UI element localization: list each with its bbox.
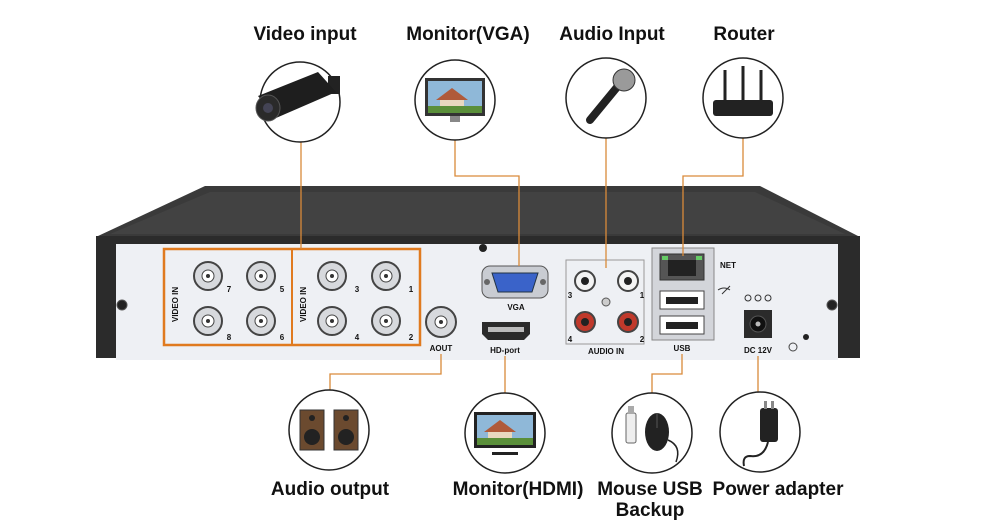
audio-input-label: Audio Input xyxy=(559,24,665,45)
audio-in-label: AUDIO IN xyxy=(588,347,624,356)
dvr-rear-panel xyxy=(116,244,838,360)
camera-icon xyxy=(255,61,341,143)
video-in-label-left: VIDEO IN xyxy=(171,287,180,322)
audio-out-port[interactable] xyxy=(425,306,457,338)
usb-line xyxy=(651,354,683,396)
monitor-hdmi-icon xyxy=(464,392,546,474)
speaker-icon xyxy=(288,389,370,471)
router-icon xyxy=(702,57,784,139)
channel-number: 2 xyxy=(409,333,414,342)
vga-label: VGA xyxy=(507,303,525,312)
microphone-icon xyxy=(565,57,647,139)
screw-icon xyxy=(479,244,487,252)
ethernet-port[interactable] xyxy=(659,253,705,281)
polarity-icon xyxy=(744,294,772,302)
channel-number: 1 xyxy=(409,285,414,294)
screw-icon xyxy=(116,299,128,311)
audio-output-line xyxy=(329,354,442,396)
rca-port[interactable] xyxy=(617,311,639,333)
usb-symbol-icon xyxy=(717,285,731,295)
channel-number: 1 xyxy=(640,291,645,300)
bnc-port[interactable] xyxy=(193,261,223,291)
aout-label: AOUT xyxy=(430,344,453,353)
indicator-hole xyxy=(803,334,809,340)
channel-number: 3 xyxy=(568,291,573,300)
power-adapter-icon xyxy=(719,391,801,473)
rca-port[interactable] xyxy=(617,270,639,292)
power-port[interactable] xyxy=(744,310,772,338)
power-label: DC 12V xyxy=(744,346,773,355)
channel-number: 7 xyxy=(227,285,232,294)
monitor-vga-icon xyxy=(414,59,496,141)
net-usb-block: NET USB xyxy=(651,247,736,353)
router-line xyxy=(682,137,744,256)
hdmi-port[interactable] xyxy=(482,322,530,340)
bnc-port[interactable] xyxy=(246,261,276,291)
mouse-usb-label: Mouse USB xyxy=(597,479,703,500)
vga-port[interactable] xyxy=(481,265,549,299)
channel-number: 5 xyxy=(280,285,285,294)
bnc-port[interactable] xyxy=(371,261,401,291)
channel-number: 6 xyxy=(280,333,285,342)
bnc-port[interactable] xyxy=(246,306,276,336)
mouse-usb-label-line2: Backup xyxy=(616,500,685,521)
channel-number: 8 xyxy=(227,333,232,342)
net-label: NET xyxy=(720,261,736,270)
router-label: Router xyxy=(713,24,775,45)
audio-in-block: 3 1 4 2 AUDIO IN xyxy=(565,259,645,356)
channel-number: 4 xyxy=(355,333,360,342)
channel-number: 2 xyxy=(640,335,645,344)
bnc-port[interactable] xyxy=(317,261,347,291)
mouse-usb-icon xyxy=(611,392,693,474)
rca-port[interactable] xyxy=(574,270,596,292)
audio-output-label: Audio output xyxy=(271,479,390,500)
channel-number: 3 xyxy=(355,285,360,294)
rca-port[interactable] xyxy=(574,311,596,333)
screw-icon xyxy=(826,299,838,311)
dvr-recorder xyxy=(96,186,860,360)
screw-icon xyxy=(601,297,611,307)
usb-port[interactable] xyxy=(659,290,705,310)
video-in-label-right: VIDEO IN xyxy=(299,287,308,322)
monitor-hdmi-label: Monitor(HDMI) xyxy=(453,479,584,500)
hdmi-label: HD-port xyxy=(490,346,520,355)
vga-line xyxy=(454,138,520,266)
power-adapter-label: Power adapter xyxy=(713,479,845,500)
usb-label: USB xyxy=(674,344,691,353)
bnc-port[interactable] xyxy=(317,306,347,336)
ground-icon xyxy=(788,342,798,352)
video-in-block: VIDEO IN VIDEO IN 7 5 8 6 3 1 4 2 xyxy=(162,247,422,347)
channel-number: 4 xyxy=(568,335,573,344)
video-input-label: Video input xyxy=(253,24,357,45)
bnc-port[interactable] xyxy=(193,306,223,336)
usb-port[interactable] xyxy=(659,315,705,335)
bnc-port[interactable] xyxy=(371,306,401,336)
monitor-vga-label: Monitor(VGA) xyxy=(406,24,529,45)
connector-lines xyxy=(300,137,759,396)
